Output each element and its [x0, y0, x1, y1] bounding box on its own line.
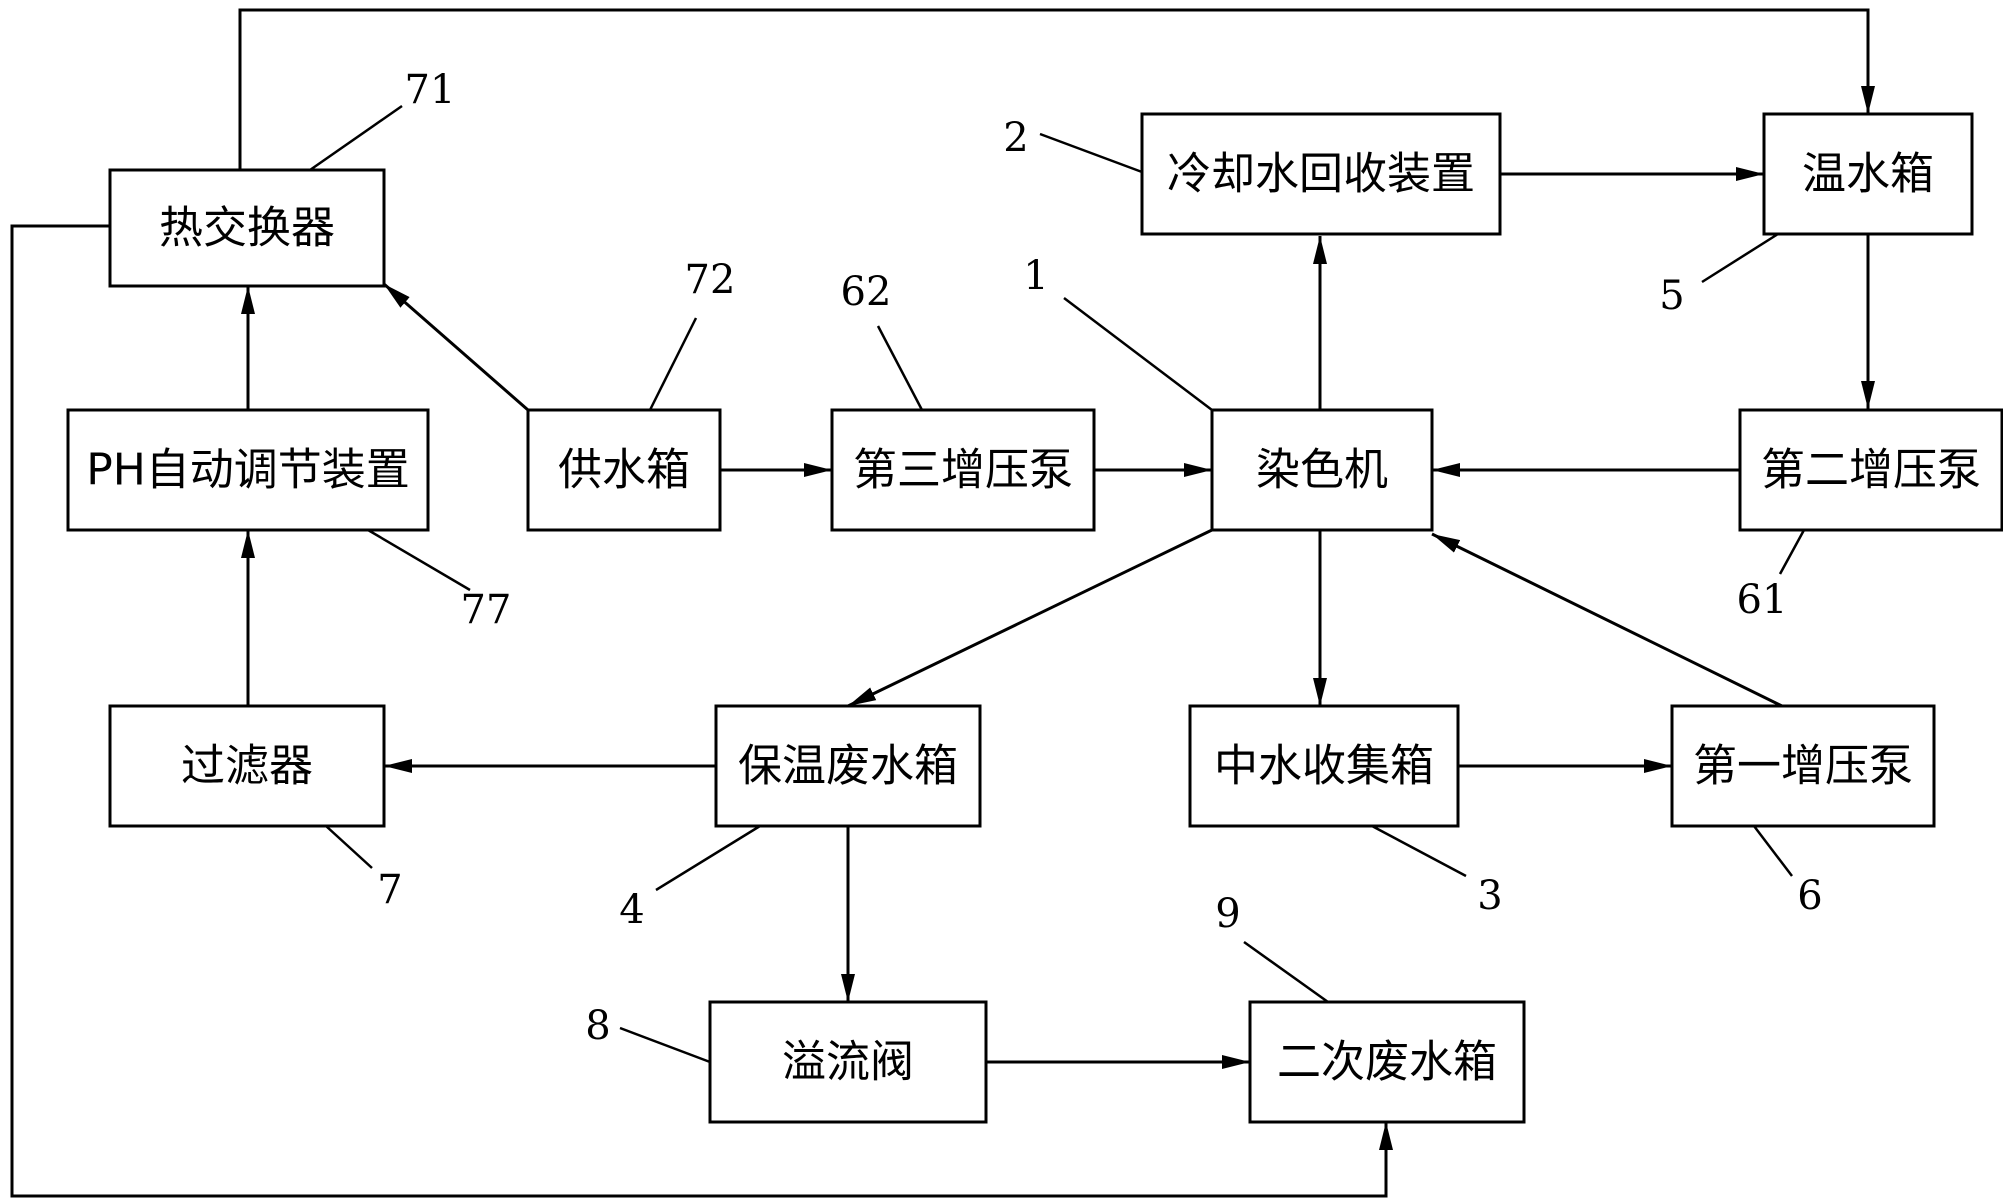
leader-2: [1039, 132, 1143, 174]
secondary-wastewater-tank-label: 二次废水箱: [1277, 1037, 1497, 1088]
edge-first-pump-to-dyeing: [1431, 532, 1783, 708]
edge-dyeing-to-insulated: [847, 528, 1213, 708]
leader-1: [1063, 297, 1213, 411]
leader-9: [1243, 940, 1329, 1004]
ref-3: 3: [1477, 873, 1502, 919]
leader-3: [1371, 824, 1467, 878]
ref-2: 2: [1003, 115, 1028, 161]
leader-lines: [309, 104, 1806, 1064]
ref-77: 77: [461, 587, 512, 633]
insulated-wastewater-tank-label: 保温废水箱: [738, 741, 958, 792]
water-supply-tank-label: 供水箱: [558, 445, 690, 496]
second-booster-pump-label: 第二增压泵: [1761, 445, 1981, 496]
ref-71: 71: [405, 67, 456, 113]
ph-regulator-box: PH自动调节装置: [66, 408, 430, 532]
ref-4: 4: [619, 887, 644, 933]
overflow-valve-box: 溢流阀: [708, 1000, 988, 1124]
second-booster-pump-box: 第二增压泵: [1738, 408, 2003, 532]
edge-heat-exchanger-to-warm-tank: [238, 8, 1875, 170]
edge-heat-exchanger-to-secondary: [10, 224, 1393, 1198]
reclaimed-water-tank-label: 中水收集箱: [1214, 741, 1434, 792]
overflow-valve-label: 溢流阀: [782, 1037, 914, 1088]
leader-4: [655, 824, 761, 892]
dyeing-machine-box: 染色机: [1210, 408, 1434, 532]
ref-61: 61: [1737, 577, 1788, 623]
reference-numbers: 71 72 62 1 2 5 61 77 7 4 3 6 8 9: [377, 67, 1822, 1049]
filter-label: 过滤器: [181, 741, 313, 792]
leader-72: [648, 317, 698, 411]
insulated-wastewater-tank-box: 保温废水箱: [714, 704, 982, 828]
ref-7: 7: [377, 867, 402, 913]
cooling-water-recovery-label: 冷却水回收装置: [1167, 149, 1475, 200]
warm-water-tank-box: 温水箱: [1762, 112, 1974, 236]
leader-61: [1778, 529, 1806, 575]
cooling-water-recovery-box: 冷却水回收装置: [1140, 112, 1502, 236]
ph-regulator-label: PH自动调节装置: [86, 445, 410, 496]
third-booster-pump-label: 第三增压泵: [853, 445, 1073, 496]
first-booster-pump-label: 第一增压泵: [1693, 741, 1913, 792]
ref-72: 72: [685, 257, 736, 303]
leader-62: [876, 325, 924, 411]
ref-6: 6: [1797, 873, 1822, 919]
first-booster-pump-box: 第一增压泵: [1670, 704, 1936, 828]
heat-exchanger-box: 热交换器: [108, 168, 386, 288]
secondary-wastewater-tank-box: 二次废水箱: [1248, 1000, 1526, 1124]
ref-62: 62: [841, 269, 892, 315]
third-booster-pump-box: 第三增压泵: [830, 408, 1096, 532]
leader-5: [1701, 232, 1779, 284]
ref-9: 9: [1215, 891, 1240, 937]
ref-1: 1: [1023, 253, 1048, 299]
reclaimed-water-tank-box: 中水收集箱: [1188, 704, 1460, 828]
dyeing-machine-label: 染色机: [1256, 445, 1388, 496]
leader-7: [325, 825, 373, 869]
leader-8: [619, 1026, 711, 1064]
warm-water-tank-label: 温水箱: [1802, 149, 1934, 200]
water-supply-tank-box: 供水箱: [526, 408, 722, 532]
ref-8: 8: [585, 1003, 610, 1049]
leader-6: [1753, 825, 1793, 877]
filter-box: 过滤器: [108, 704, 386, 828]
ref-5: 5: [1659, 273, 1684, 319]
flow-lines: [10, 8, 1875, 1198]
leader-71: [309, 104, 403, 172]
edge-supply-to-heat-exchanger: [383, 282, 529, 412]
leader-77: [367, 528, 471, 592]
heat-exchanger-label: 热交换器: [159, 203, 335, 254]
